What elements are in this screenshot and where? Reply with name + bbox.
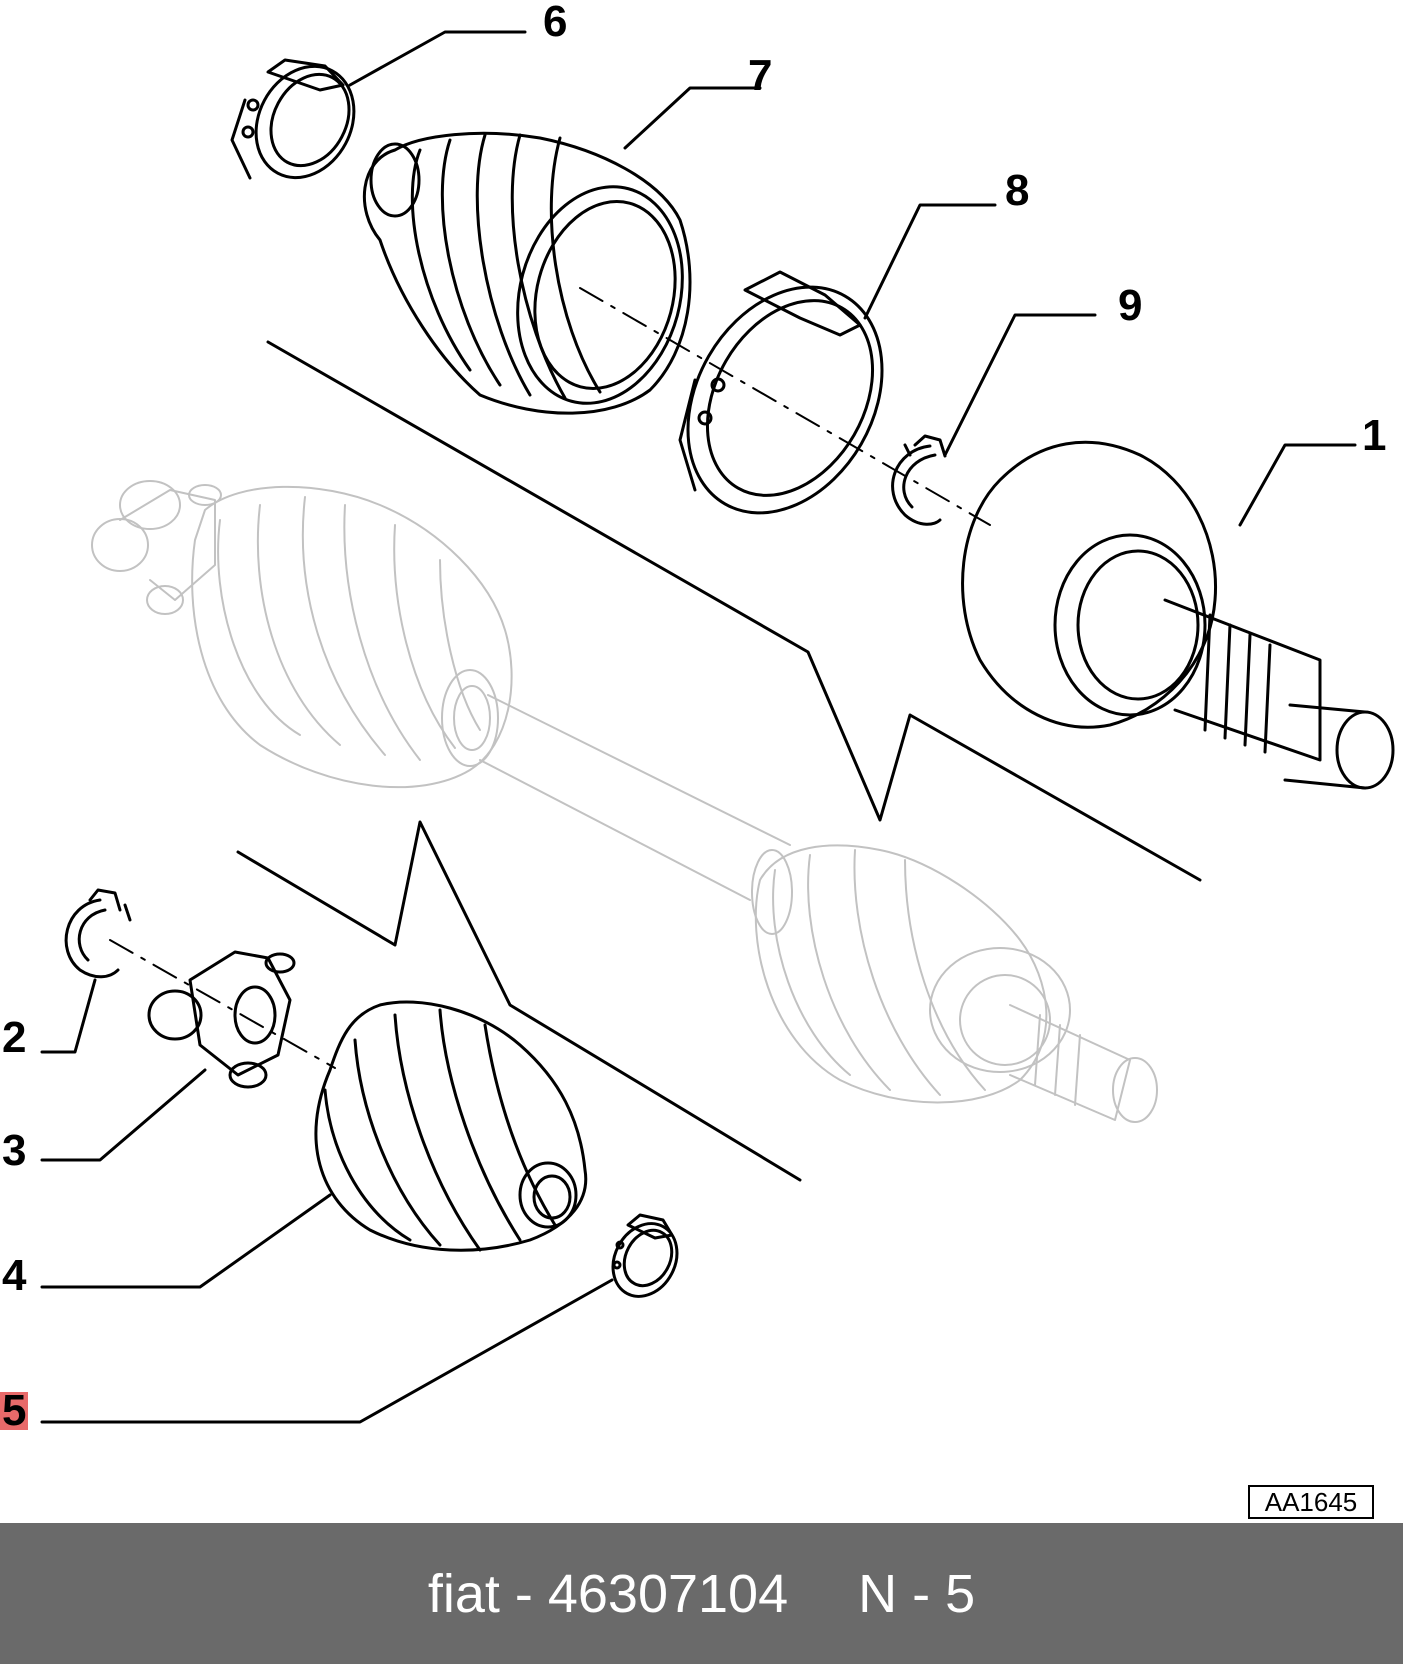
callout-3: 3 xyxy=(2,1126,26,1175)
callout-8: 8 xyxy=(1005,166,1029,215)
callout-2: 2 xyxy=(2,1013,26,1062)
callout-7: 7 xyxy=(748,51,772,100)
reference-code-box: AA1645 xyxy=(1248,1485,1374,1519)
footer-position: N - 5 xyxy=(858,1563,976,1624)
callout-5: 5 xyxy=(2,1386,26,1435)
footer-bar: fiat - 46307104 N - 5 xyxy=(0,1523,1403,1664)
callout-6: 6 xyxy=(543,0,567,46)
part-9-circlip xyxy=(891,434,947,526)
footer-part-number: fiat - 46307104 xyxy=(427,1563,789,1624)
break-line-lower xyxy=(236,820,802,1182)
exploded-parts-diagram: 6 7 8 9 1 2 3 4 5 xyxy=(0,0,1395,1435)
axis-lines xyxy=(109,287,991,1069)
part-2-circlip xyxy=(64,888,132,979)
part-5-clamp xyxy=(611,1213,679,1298)
leader-lines xyxy=(40,30,1357,1424)
callout-4: 4 xyxy=(2,1251,27,1300)
callout-9: 9 xyxy=(1118,281,1142,330)
break-line-upper xyxy=(266,340,1202,882)
part-8-clamp xyxy=(678,270,884,515)
part-7-outer-boot xyxy=(362,131,692,415)
callout-5-highlight xyxy=(0,1392,28,1430)
part-6-clamp xyxy=(230,58,356,180)
callout-1: 1 xyxy=(1362,411,1386,460)
assembled-drive-shaft xyxy=(91,480,1158,1123)
part-3-tripod xyxy=(147,950,296,1089)
part-1-cv-joint xyxy=(961,440,1395,790)
part-4-inner-boot xyxy=(314,1000,588,1252)
